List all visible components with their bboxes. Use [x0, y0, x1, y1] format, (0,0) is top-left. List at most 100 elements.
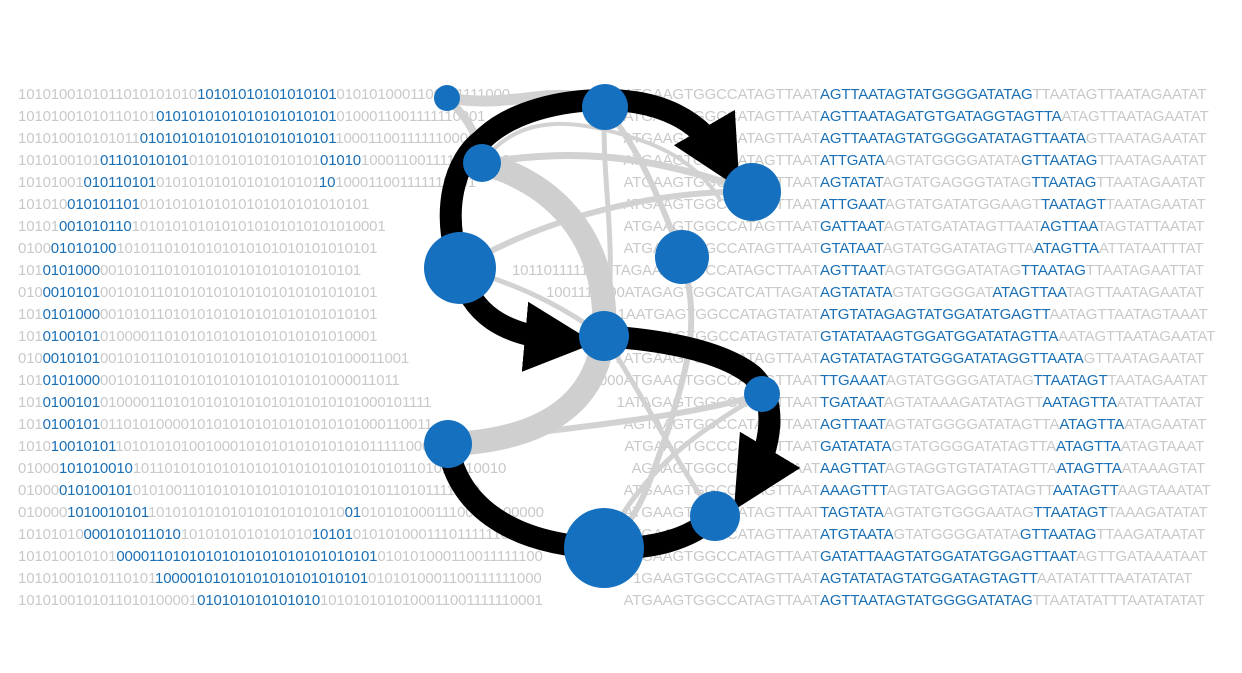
binary-text: 1010100101011010101010: [18, 86, 197, 103]
binary-highlight: 01010: [320, 152, 361, 169]
dna-highlight: GTATAAT: [820, 240, 884, 257]
dna-highlight: AGTTAATAGTATGGGGATATAG: [820, 86, 1033, 103]
dna-text: AAGTAAATAT: [1118, 482, 1211, 499]
binary-text: 1000110011111100011: [335, 130, 483, 147]
binary-line: 1010100101010110101010101010101010101011…: [18, 130, 483, 147]
binary-highlight: 0101010101010101010101: [156, 108, 336, 125]
dna-highlight: ATTGATA: [820, 152, 885, 169]
node: [582, 84, 628, 130]
binary-text: 101010101001000101010101010101011111000: [115, 438, 430, 455]
node: [655, 230, 709, 284]
binary-highlight: 0101000: [43, 372, 100, 389]
dna-text: GTATGGGGATATAGTTA: [891, 438, 1056, 455]
dna-text: AGTATGAGGGTATAGTT: [887, 482, 1054, 499]
binary-text: 1010: [18, 438, 51, 455]
node: [424, 420, 472, 468]
binary-text: 0100: [18, 240, 51, 257]
dna-line: AGTTAATAGTATGGGGATATAGTTAATATATTTAATATAT…: [820, 592, 1205, 609]
binary-text: 1010100101011010100001: [18, 592, 197, 609]
binary-text: 101010101010101010101010: [148, 504, 345, 521]
dna-highlight: GTTAATAG: [1020, 526, 1096, 543]
dna-text: AATAGTTAATAGAATAT: [1058, 328, 1215, 345]
binary-text: 10101001: [18, 174, 84, 191]
binary-text: 010: [18, 350, 43, 367]
binary-line: 1010100101011010101010101010101010101101…: [18, 174, 476, 191]
binary-text: 1011010101010101010101010101010101101010…: [133, 460, 507, 477]
binary-text: 0101010101010101: [189, 152, 320, 169]
gray-backbone: [436, 151, 617, 456]
dna-highlight: AGTTAAT: [820, 416, 886, 433]
dna-line: AGTTAATAGTATGGGGATATAGTTAATAGTTAATAGAATA…: [820, 130, 1206, 147]
dna-highlight: ATGTAATA: [820, 526, 894, 543]
dna-text: ATTATAATTTAT: [1099, 240, 1204, 257]
dna-text: TAAAGATATAT: [1107, 504, 1207, 521]
dna-line: ATGTATAGAGTATGGATATGAGTTAATAGTTAATAGTAAA…: [820, 306, 1207, 323]
binary-highlight: 0101000: [43, 306, 100, 323]
binary-highlight: 0010101: [43, 284, 100, 301]
s-arrow-paths: [437, 89, 801, 560]
dna-line: AGTATATAGTATGGGGATATAGTTAATAGTTAATAGAATA…: [820, 284, 1204, 301]
dna-highlight: AGTATAT: [820, 174, 884, 191]
node: [690, 491, 740, 541]
dna-text: AGTATGGGATATAG: [885, 262, 1021, 279]
dna-highlight: AGTATATA: [820, 284, 893, 301]
binary-highlight: 0100101: [43, 328, 100, 345]
binary-line: 1010100101011010101010010001010101010101…: [18, 438, 430, 455]
binary-line: 1010100101010000110101010101010101010101…: [18, 328, 377, 345]
binary-text: 0100011001111110001: [336, 108, 485, 125]
binary-text: 00101011010101010101010101010101: [100, 262, 361, 279]
dna-text: TTAATAGAATTAT: [1086, 262, 1204, 279]
dna-text: AGTATAAAGATATAGTT: [884, 394, 1044, 411]
binary-highlight: 10010101: [51, 438, 116, 455]
dna-highlight: TAGTATA: [820, 504, 884, 521]
binary-line: 0100010101001010110101010101010101010101…: [18, 460, 506, 477]
binary-text: 101010: [18, 196, 67, 213]
dna-text: GTATGGGGATATA: [894, 526, 1021, 543]
dna-line: TGATAATAGTATAAAGATATAGTTAATAGTTAATATTAAT…: [820, 394, 1203, 411]
binary-text: 01000: [18, 482, 59, 499]
binary-text: 10101001010110101: [18, 108, 156, 125]
binary-text: 101: [18, 416, 43, 433]
dna-highlight: AAGTTAT: [820, 460, 886, 477]
binary-text: 101: [18, 328, 43, 345]
dna-text: TTAATAGAATAT: [1097, 152, 1206, 169]
dna-text: TTAATAGTTAATAGAATAT: [1033, 86, 1207, 103]
dna-line: ATGTAATAGTATGGGGATATAGTTAATAGTTAAGATAATA…: [820, 526, 1205, 543]
binary-line: 1010100101011010101010101010101010101010…: [18, 108, 485, 125]
dna-highlight: ATAGTTA: [1056, 438, 1121, 455]
dna-highlight: GATATATA: [820, 438, 891, 455]
binary-line: 1010100101011010110000101010101010101010…: [18, 570, 542, 587]
dna-text: AGTAGGTGTATATAGTTA: [885, 460, 1057, 477]
node: [463, 144, 501, 182]
binary-highlight: 0100101: [43, 394, 100, 411]
binary-line: 0100001010010101101010101010101010101010…: [18, 504, 544, 521]
dna-text: ATAGTTAATAGAATAT: [1062, 108, 1209, 125]
dna-line: ATTGATAAGTATGGGGATATAGTTAATAGTTAATAGAATA…: [820, 152, 1206, 169]
dna-highlight: AATAGTT: [1053, 482, 1119, 499]
binary-text: 101: [18, 262, 43, 279]
dna-text: AGTATGGGGATATAG: [886, 372, 1034, 389]
binary-text: 100011001111110001: [335, 174, 476, 191]
binary-highlight: 010101010101010: [197, 592, 320, 609]
dna-highlight: TTAATAG: [1021, 262, 1086, 279]
binary-line: 0100010101001010110101010101010101010101…: [18, 240, 377, 257]
binary-highlight: 010110101: [84, 174, 157, 191]
binary-line: 0100001010010101010011010101010101010101…: [18, 482, 479, 499]
binary-text: 0101010001100111111000: [368, 570, 542, 587]
dna-highlight: TGATAAT: [820, 394, 885, 411]
binary-text: 101: [18, 306, 43, 323]
binary-line: 1010101000001010110101010101010101010101…: [18, 306, 377, 323]
dna-text: ATAGAATAT: [1124, 416, 1206, 433]
dna-highlight: GTATATAAGTGGATGGATATAGTTA: [820, 328, 1058, 345]
binary-text: 0010101101010101010101010101010101: [100, 306, 377, 323]
binary-line: 1010100101010000110101010101010101010101…: [18, 394, 431, 411]
dna-line: AGTTAATAGTATGGGGATATAGTTAATAGTTAATAGAATA…: [820, 416, 1206, 433]
binary-line: 0100010101001010110101010101010101010101…: [18, 350, 409, 367]
dna-highlight: ATGTATAGAGTATGGATATGAGTT: [820, 306, 1051, 323]
dna-line: TTGAAATAGTATGGGGATATAGTTAATAGTTAATAGAATA…: [820, 372, 1208, 389]
binary-text: 0100001101010101010101010101010100010111…: [100, 394, 431, 411]
dna-line: GATATTAAGTATGGATATGGAGTTAATAGTTGATAAATAA…: [820, 548, 1207, 565]
binary-text: 0101001101010101010101010101010110101111…: [133, 482, 480, 499]
binary-text: 0010101101010101010101010101000011011: [100, 372, 400, 389]
binary-highlight: 10: [319, 174, 335, 191]
